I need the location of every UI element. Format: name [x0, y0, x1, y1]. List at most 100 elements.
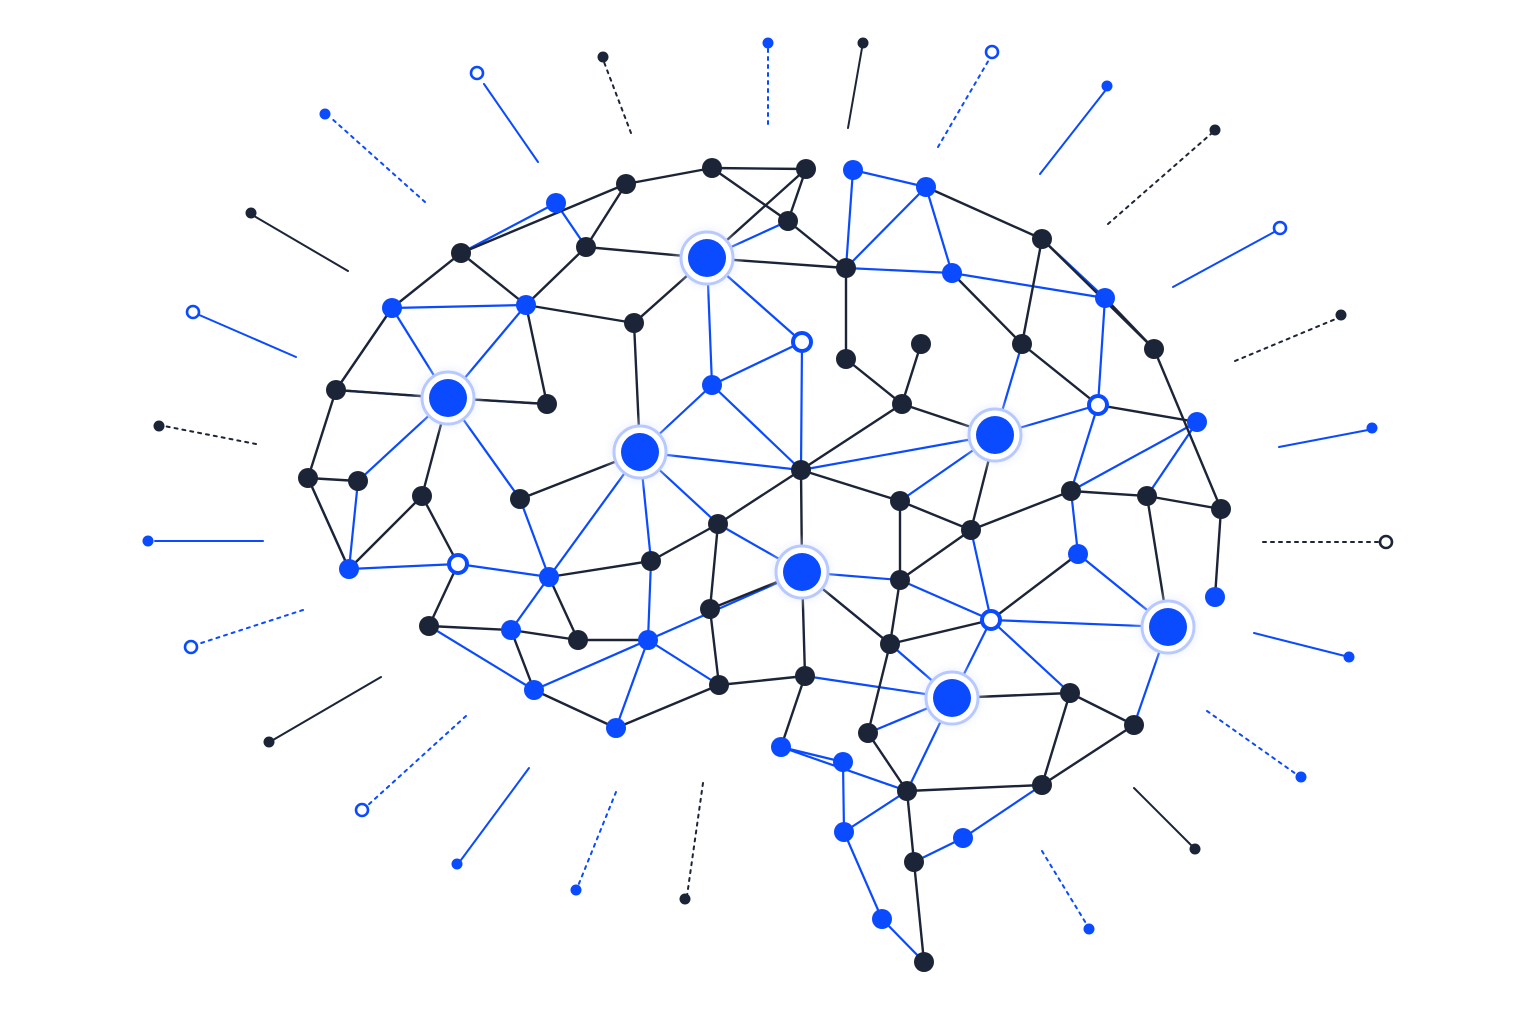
dark-edge	[950, 271, 1024, 346]
dark-edge	[624, 166, 714, 186]
dark-node	[708, 514, 728, 534]
dark-node	[914, 952, 934, 972]
dark-edge	[1152, 347, 1223, 511]
dark-node	[1032, 229, 1052, 249]
dark-edge	[427, 624, 513, 632]
dark-edge	[716, 468, 803, 526]
dark-node	[791, 460, 811, 480]
dark-edge	[844, 357, 904, 406]
dark-edge	[888, 618, 993, 646]
blue-edge	[779, 745, 845, 764]
dark-node	[298, 468, 318, 488]
blue-node	[606, 718, 626, 738]
ring-node	[447, 553, 469, 575]
dark-edge	[1068, 691, 1136, 727]
dark-node	[961, 520, 981, 540]
dark-edge	[584, 182, 628, 249]
dark-edge	[989, 552, 1080, 622]
blue-edge	[1069, 489, 1080, 556]
ray-line	[1278, 429, 1369, 448]
blue-node	[1095, 288, 1115, 308]
dark-node	[904, 852, 924, 872]
blue-edge	[950, 271, 1107, 300]
dark-edge	[306, 388, 338, 480]
dark-edge	[649, 522, 720, 563]
ray-end-dot	[263, 736, 275, 748]
dark-node	[858, 723, 878, 743]
dark-node	[911, 334, 931, 354]
blue-node	[942, 263, 962, 283]
dark-edge	[905, 783, 1044, 793]
dark-edge	[898, 499, 973, 532]
ray-end-dot	[1295, 771, 1307, 783]
ray-end-dot	[319, 108, 331, 120]
dark-node	[568, 630, 588, 650]
blue-node	[501, 620, 521, 640]
blue-edge	[347, 479, 360, 571]
ray-line	[1234, 317, 1339, 362]
dark-edge	[509, 628, 580, 642]
dark-edge	[779, 674, 807, 749]
blue-edge	[427, 624, 536, 692]
dark-edge	[524, 303, 636, 325]
dark-edge	[459, 251, 528, 307]
ray-end-dot	[1366, 422, 1378, 434]
dark-edge	[710, 166, 808, 171]
dark-edge	[900, 342, 923, 406]
ray-line	[460, 767, 530, 861]
dark-node	[510, 489, 530, 509]
ray-line	[483, 83, 539, 163]
ray-line	[194, 609, 304, 646]
blue-node	[1068, 544, 1088, 564]
dark-edge	[509, 628, 536, 692]
blue-edge	[710, 340, 804, 387]
blue-node	[524, 680, 544, 700]
ray-end-dot	[597, 51, 609, 63]
blue-node	[834, 822, 854, 842]
ray-line	[1172, 230, 1277, 288]
ray-end-dot	[153, 420, 165, 432]
ring-node	[980, 609, 1002, 631]
dark-edge	[1069, 489, 1149, 498]
dark-node	[892, 394, 912, 414]
dark-node	[709, 675, 729, 695]
blue-edge	[614, 638, 650, 730]
ray-line	[1253, 632, 1346, 657]
blue-node	[833, 752, 853, 772]
ray-line	[163, 425, 257, 445]
dark-node	[897, 781, 917, 801]
ray-end-ring	[354, 802, 370, 818]
dark-edge	[1040, 723, 1136, 787]
ray-line	[1107, 132, 1213, 225]
ray-line	[1206, 710, 1297, 775]
blue-edge	[844, 168, 855, 270]
hub-node	[429, 379, 467, 417]
dark-edge	[459, 182, 628, 255]
blue-node	[843, 160, 863, 180]
dark-edge	[532, 688, 618, 730]
dark-edge	[708, 522, 720, 611]
dark-edge	[1020, 342, 1100, 407]
ring-node	[1087, 394, 1109, 416]
network-edges	[306, 166, 1223, 964]
dark-edge	[898, 528, 973, 582]
blue-node	[771, 737, 791, 757]
dark-node	[624, 313, 644, 333]
network-nodes	[298, 158, 1231, 972]
ray-end-dot	[570, 884, 582, 896]
blue-edge	[851, 168, 928, 189]
dark-node	[576, 237, 596, 257]
blue-node	[382, 298, 402, 318]
dark-edge	[1020, 237, 1044, 346]
ray-end-dot	[1083, 923, 1095, 935]
blue-node	[546, 193, 566, 213]
dark-node	[880, 634, 900, 654]
dark-edge	[390, 251, 463, 310]
dark-edge	[420, 494, 460, 566]
hub-node	[976, 416, 1014, 454]
dark-edge	[524, 245, 588, 307]
blue-edge	[842, 789, 909, 834]
hub-node	[933, 679, 971, 717]
dark-node	[1211, 499, 1231, 519]
